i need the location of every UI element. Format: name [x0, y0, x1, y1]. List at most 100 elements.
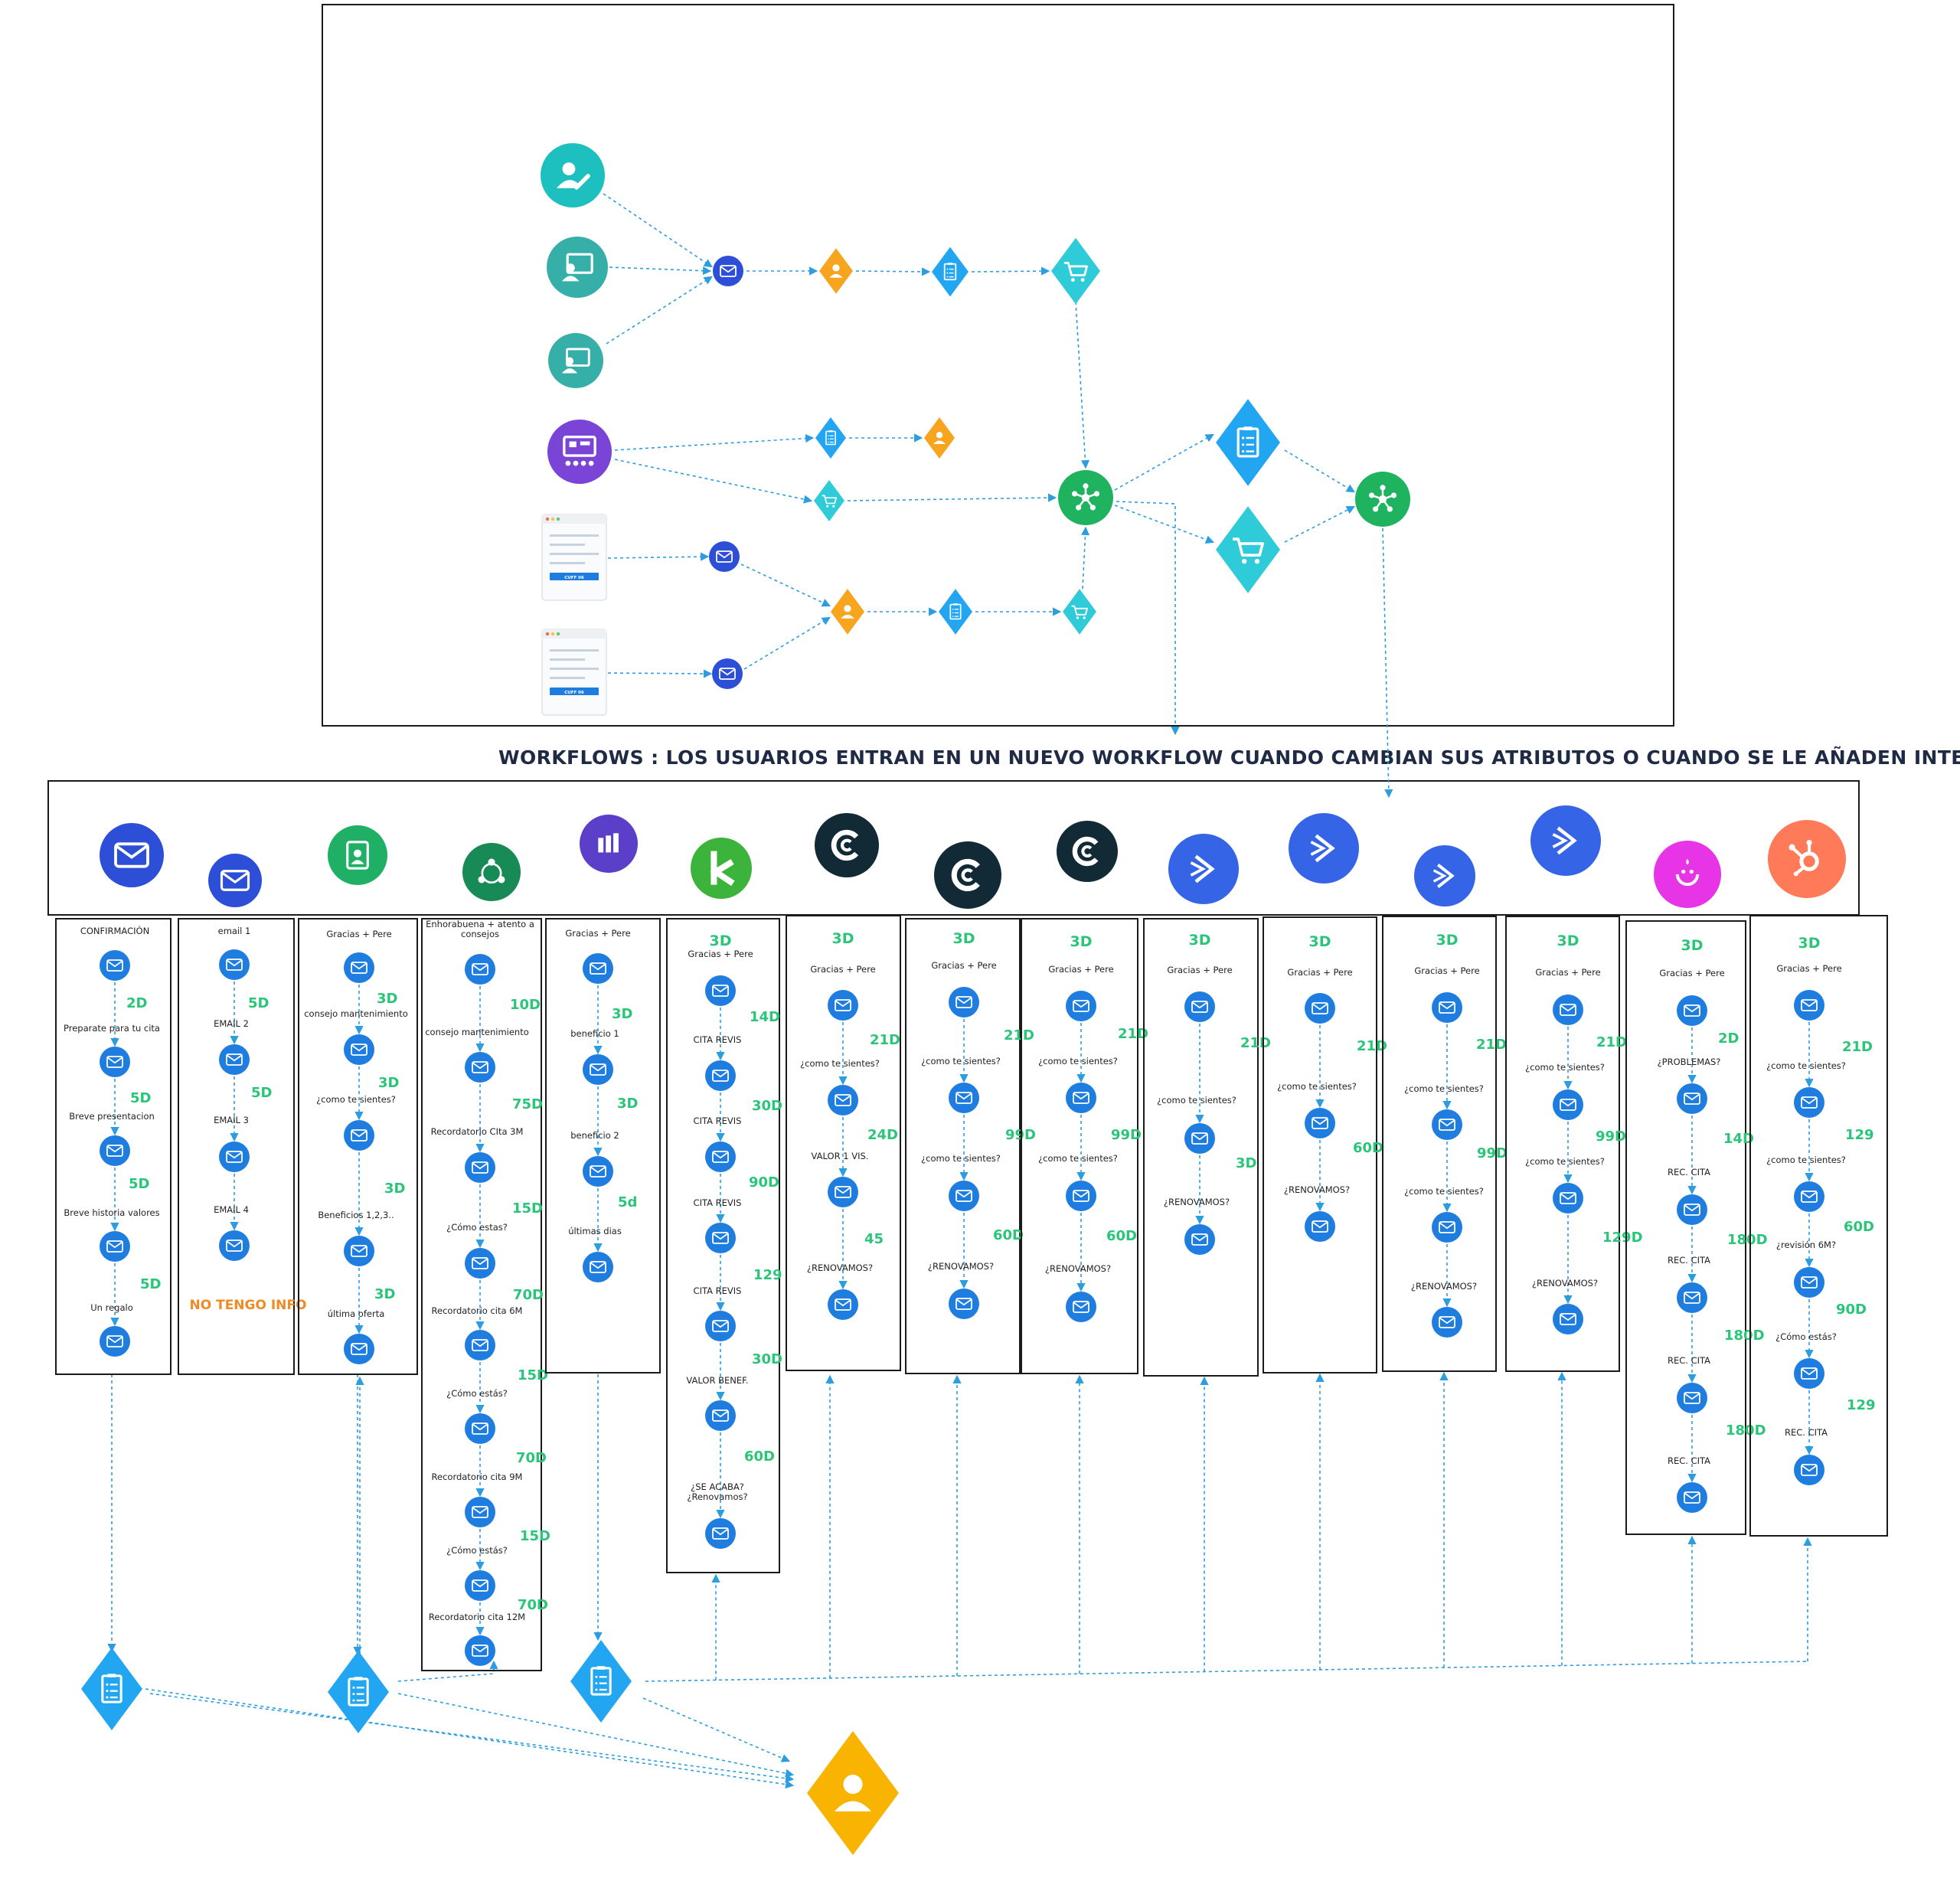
email-step-6[interactable]: [465, 1413, 495, 1444]
workflow-logo-13[interactable]: [1530, 805, 1601, 876]
email-step-3[interactable]: [1305, 1211, 1335, 1242]
workflow-logo-2[interactable]: [208, 854, 262, 907]
email-step-3[interactable]: [828, 1177, 858, 1207]
ce1-node[interactable]: [932, 247, 969, 297]
email-step-1[interactable]: [219, 949, 250, 980]
email-step-1[interactable]: [828, 990, 858, 1021]
email-step-1[interactable]: [1066, 991, 1096, 1021]
decision-cambio-estado-1[interactable]: [81, 1648, 142, 1730]
email-step-4[interactable]: [100, 1231, 130, 1262]
email-step-1[interactable]: [465, 954, 495, 985]
asg2-node[interactable]: [814, 480, 844, 521]
lq3-node[interactable]: [831, 589, 864, 635]
email-step-3[interactable]: [949, 1181, 979, 1211]
email-step-3[interactable]: [705, 1142, 736, 1172]
email-step-1[interactable]: [1794, 990, 1824, 1021]
workflow-logo-14[interactable]: [1654, 841, 1721, 908]
email-step-1[interactable]: [344, 952, 374, 983]
email-step-1[interactable]: [1305, 993, 1335, 1024]
email-step-4[interactable]: [949, 1289, 979, 1319]
aud-node[interactable]: [548, 333, 603, 388]
email-step-6[interactable]: [705, 1400, 736, 1431]
workflow-logo-9[interactable]: [1057, 821, 1118, 882]
email-step-2[interactable]: [1553, 1089, 1583, 1120]
email-step-6[interactable]: [1677, 1482, 1707, 1513]
email-step-8[interactable]: [465, 1570, 495, 1601]
workflow-logo-10[interactable]: [1168, 834, 1239, 904]
email-step-3[interactable]: [1794, 1181, 1824, 1212]
email-step-7[interactable]: [705, 1518, 736, 1549]
workflow-logo-8[interactable]: [934, 841, 1001, 909]
vis-node[interactable]: [547, 237, 608, 298]
email-step-2[interactable]: [1184, 1123, 1215, 1154]
email-step-5[interactable]: [1677, 1383, 1707, 1413]
email-step-4[interactable]: [1794, 1267, 1824, 1298]
email-step-3[interactable]: [1066, 1181, 1096, 1211]
email-step-4[interactable]: [219, 1230, 250, 1261]
sbf2-node[interactable]: [712, 658, 743, 689]
workflow-logo-15[interactable]: [1768, 820, 1846, 898]
email-step-5[interactable]: [344, 1334, 374, 1364]
workflow-logo-3[interactable]: [328, 825, 387, 885]
email-step-4[interactable]: [1677, 1282, 1707, 1313]
email-step-2[interactable]: [949, 1083, 979, 1113]
email-step-2[interactable]: [219, 1044, 250, 1075]
email-step-4[interactable]: [1553, 1304, 1583, 1334]
email-step-1[interactable]: [100, 950, 130, 981]
email-step-1[interactable]: [583, 953, 613, 984]
email-step-1[interactable]: [1432, 992, 1462, 1023]
decision-cambio-estado-2[interactable]: [328, 1651, 389, 1733]
lead-form-thumbnail[interactable]: CUFF 06: [541, 514, 607, 601]
email-step-4[interactable]: [583, 1252, 613, 1282]
sbf1-node[interactable]: [709, 541, 740, 572]
email-step-3[interactable]: [1432, 1212, 1462, 1243]
email-step-5[interactable]: [100, 1326, 130, 1357]
decision-cambio-estado-3[interactable]: [570, 1640, 632, 1723]
email-step-4[interactable]: [1066, 1292, 1096, 1322]
workflow-logo-4[interactable]: [462, 843, 521, 901]
email-step-1[interactable]: [949, 987, 979, 1017]
workflow-logo-1[interactable]: [100, 823, 164, 887]
email-step-1[interactable]: [1677, 995, 1707, 1026]
email-step-3[interactable]: [1553, 1183, 1583, 1213]
email-step-5[interactable]: [465, 1330, 495, 1360]
email-step-3[interactable]: [1677, 1194, 1707, 1225]
solo-node[interactable]: [541, 143, 605, 207]
email-step-3[interactable]: [1184, 1224, 1215, 1255]
workflow-logo-5[interactable]: [580, 815, 638, 873]
email-step-6[interactable]: [1794, 1455, 1824, 1485]
lq2-node[interactable]: [924, 417, 955, 459]
email-step-3[interactable]: [100, 1135, 130, 1166]
email-step-4[interactable]: [1432, 1307, 1462, 1338]
asg3-node[interactable]: [1216, 506, 1280, 593]
email-step-4[interactable]: [344, 1236, 374, 1266]
email-step-2[interactable]: [705, 1060, 736, 1091]
email-step-1[interactable]: [705, 975, 736, 1006]
email-step-9[interactable]: [465, 1635, 495, 1666]
email-step-2[interactable]: [100, 1047, 130, 1077]
email-step-7[interactable]: [465, 1497, 495, 1527]
email-step-5[interactable]: [1794, 1358, 1824, 1389]
fase-node[interactable]: [815, 417, 846, 459]
lq1-node[interactable]: [819, 248, 853, 294]
asg1-node[interactable]: [1051, 237, 1100, 305]
email-step-2[interactable]: [1432, 1109, 1462, 1140]
asg4-node[interactable]: [1063, 589, 1096, 635]
workflow-logo-11[interactable]: [1289, 813, 1359, 884]
email-step-3[interactable]: [344, 1120, 374, 1151]
email-step-3[interactable]: [583, 1156, 613, 1187]
email-step-3[interactable]: [465, 1152, 495, 1183]
workflow-logo-7[interactable]: [815, 813, 879, 877]
lead-form-thumbnail[interactable]: CUFF 06: [541, 629, 607, 716]
email-step-2[interactable]: [1066, 1083, 1096, 1113]
workflow-logo-12[interactable]: [1414, 845, 1475, 906]
email-step-3[interactable]: [219, 1142, 250, 1172]
email-step-2[interactable]: [1677, 1083, 1707, 1114]
ce2-node[interactable]: [1216, 399, 1280, 486]
serie-node[interactable]: [713, 256, 743, 286]
email-step-4[interactable]: [465, 1248, 495, 1279]
email-step-4[interactable]: [828, 1289, 858, 1320]
email-step-2[interactable]: [344, 1034, 374, 1065]
email-step-5[interactable]: [705, 1311, 736, 1341]
email-step-1[interactable]: [1184, 991, 1215, 1022]
